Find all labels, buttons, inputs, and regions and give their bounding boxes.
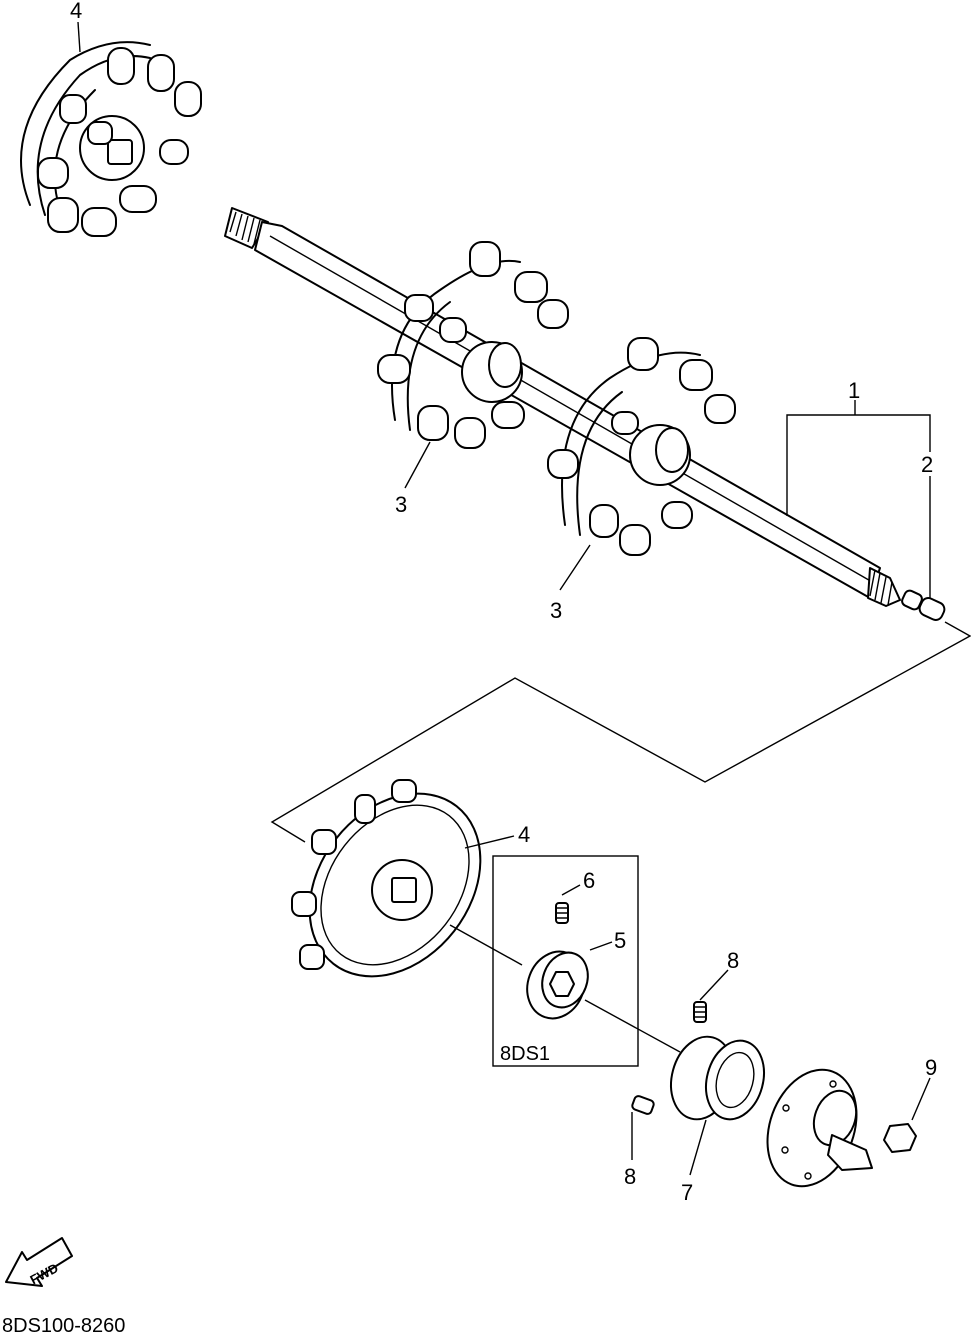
hub-flange	[766, 1068, 873, 1188]
callout-5: 5	[614, 928, 626, 953]
callout-1: 1	[848, 378, 860, 403]
sprocket-wheel-lower	[291, 779, 482, 978]
sprocket-wheel-top-left	[20, 41, 202, 237]
assembly-link-lines	[270, 621, 971, 843]
diagram-code: 8DS100-8260	[2, 1315, 125, 1337]
sprocket-shaft-2	[547, 337, 736, 556]
callout-4-lower: 4	[518, 822, 530, 847]
shaft-bolt	[901, 589, 946, 621]
nut	[883, 1123, 917, 1153]
fwd-arrow-icon: FWD	[5, 1237, 73, 1287]
callout-3-second: 3	[550, 598, 562, 623]
callout-7: 7	[681, 1180, 693, 1205]
kit-box-8ds1: 8DS1	[492, 855, 639, 1067]
set-screw-left	[631, 1095, 655, 1115]
callout-9: 9	[925, 1055, 937, 1080]
drive-shaft	[224, 207, 901, 607]
callout-2: 2	[921, 452, 933, 477]
callout-6: 6	[583, 868, 595, 893]
callout-4-top: 4	[70, 0, 82, 23]
callout-8-upper: 8	[727, 948, 739, 973]
kit-box-label: 8DS1	[500, 1043, 550, 1065]
callout-8-lower: 8	[624, 1164, 636, 1189]
bearing	[670, 1001, 765, 1121]
callout-3-first: 3	[395, 492, 407, 517]
sprocket-shaft-1	[377, 241, 569, 449]
callout-leaders	[77, 21, 931, 1176]
